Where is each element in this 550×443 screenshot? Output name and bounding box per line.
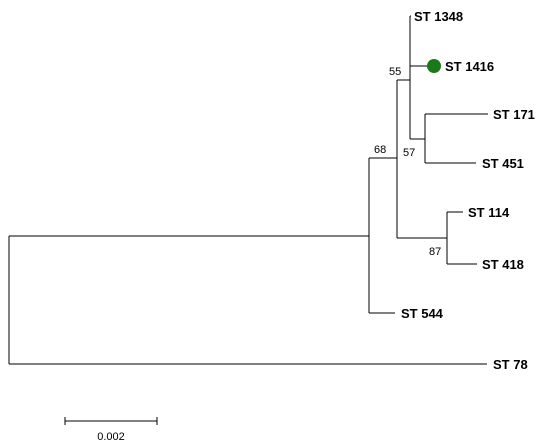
- scale-bar-label: 0.002: [97, 431, 125, 443]
- leaf-label-st114: ST 114: [468, 205, 510, 220]
- leaf-label-st544: ST 544: [401, 306, 444, 321]
- highlight-marker-icon: [427, 59, 441, 73]
- support-value-node68: 68: [374, 144, 386, 156]
- leaf-label-st171: ST 171: [493, 107, 535, 122]
- support-value-node57: 57: [403, 147, 415, 159]
- support-value-node55: 55: [389, 66, 401, 78]
- leaf-label-st1416: ST 1416: [445, 59, 494, 74]
- leaf-label-st1348: ST 1348: [414, 9, 463, 24]
- leaf-label-st418: ST 418: [482, 257, 524, 272]
- leaf-label-st78: ST 78: [493, 357, 528, 372]
- support-value-node87: 87: [429, 246, 441, 258]
- leaf-label-st451: ST 451: [482, 156, 524, 171]
- scale-bar: 0.002: [64, 417, 158, 443]
